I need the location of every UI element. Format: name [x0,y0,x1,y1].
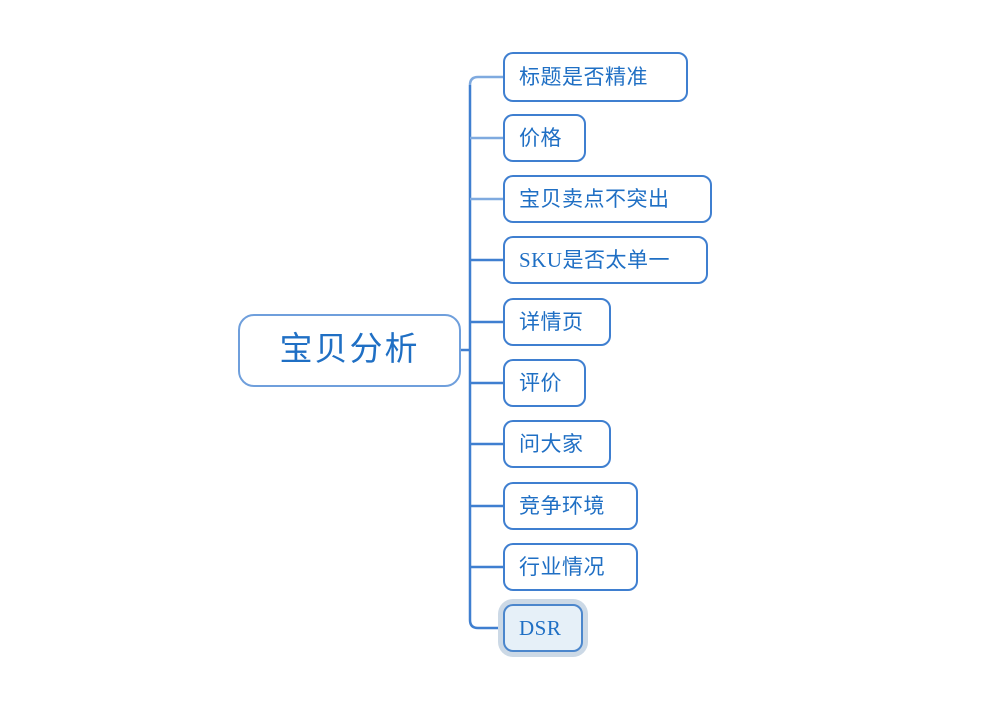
node-competition[interactable]: 竞争环境 [503,482,638,530]
connector-branch-10 [468,619,503,630]
root-node-label: 宝贝分析 [279,332,420,368]
node-detail-page[interactable]: 详情页 [503,298,611,346]
node-label: 标题是否精准 [519,64,648,89]
node-label: 行业情况 [519,554,605,579]
node-price[interactable]: 价格 [503,114,586,162]
node-label: 问大家 [519,431,584,456]
node-ask-everyone[interactable]: 问大家 [503,420,611,468]
node-label: 价格 [519,125,562,150]
node-dsr[interactable]: DSR [503,604,583,652]
node-sku-variety[interactable]: SKU是否太单一 [503,236,708,284]
node-title-accuracy[interactable]: 标题是否精准 [503,52,688,102]
node-label: DSR [519,615,562,640]
node-label: 评价 [519,370,562,395]
node-label: 竞争环境 [519,493,605,518]
node-reviews[interactable]: 评价 [503,359,586,407]
node-label: SKU是否太单一 [519,247,671,272]
node-label: 详情页 [519,309,584,334]
connector-branch-1 [468,75,503,86]
node-label: 宝贝卖点不突出 [519,186,670,211]
node-selling-point[interactable]: 宝贝卖点不突出 [503,175,712,223]
root-node[interactable]: 宝贝分析 [238,314,461,387]
node-industry-status[interactable]: 行业情况 [503,543,638,591]
